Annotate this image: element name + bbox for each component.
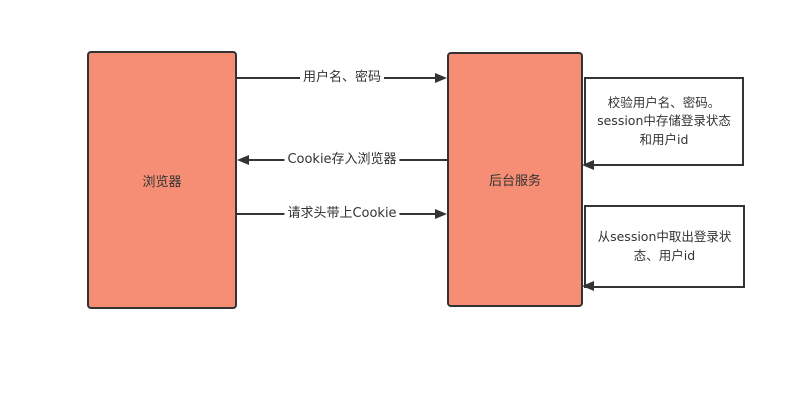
arrow-right-icon	[435, 209, 447, 219]
edge-set-cookie-label: Cookie存入浏览器	[284, 152, 400, 168]
node-server: 后台服务	[447, 52, 583, 307]
arrow-left-icon	[582, 160, 594, 170]
edge-cookie-request-label: 请求头带上Cookie	[284, 206, 400, 222]
annotation-verify-store-session-text: 校验用户名、密码。session中存储登录状态和用户id	[597, 95, 731, 147]
arrow-left-icon	[582, 281, 594, 291]
edge-login-request-label: 用户名、密码	[299, 70, 385, 86]
arrow-right-icon	[435, 73, 447, 83]
node-server-label: 后台服务	[488, 174, 541, 189]
annotation-verify-store-session-box: 校验用户名、密码。session中存储登录状态和用户id	[584, 77, 744, 166]
node-browser-label: 浏览器	[142, 174, 182, 190]
annotation-read-session-box: 从session中取出登录状态、用户id	[584, 205, 745, 288]
node-browser: 浏览器	[87, 51, 237, 309]
arrow-left-icon	[237, 155, 249, 165]
annotation-read-session-text: 从session中取出登录状态、用户id	[597, 229, 732, 263]
